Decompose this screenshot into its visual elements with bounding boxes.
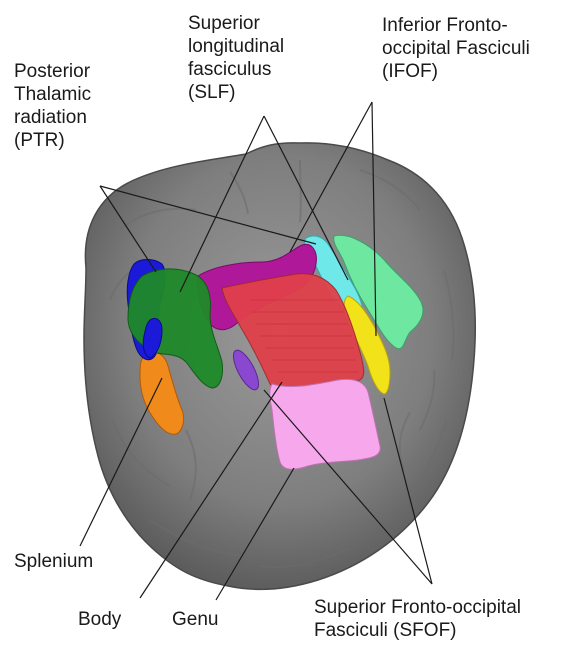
label-splenium: Splenium bbox=[14, 550, 93, 573]
label-ptr: Posterior Thalamic radiation (PTR) bbox=[14, 60, 91, 152]
label-genu: Genu bbox=[172, 608, 218, 631]
label-sfof: Superior Fronto-occipital Fasciculi (SFO… bbox=[314, 596, 521, 642]
label-slf: Superior longitudinal fasciculus (SLF) bbox=[188, 12, 284, 104]
genu-tract bbox=[270, 379, 381, 469]
label-body: Body bbox=[78, 608, 121, 631]
label-ifof: Inferior Fronto- occipital Fasciculi (IF… bbox=[382, 14, 530, 83]
